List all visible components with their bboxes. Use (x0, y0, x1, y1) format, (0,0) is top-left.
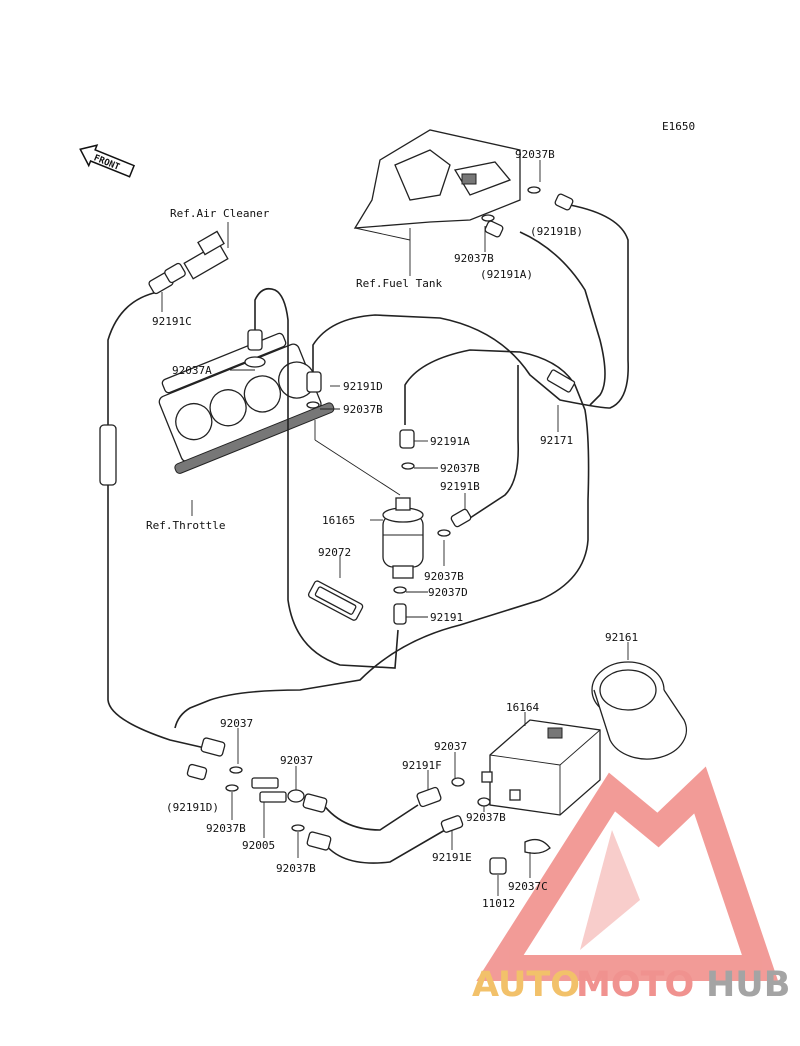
callout-92037B: 92037B (424, 570, 464, 583)
throttle-body-illustration (158, 332, 335, 474)
callout-92037: 92037 (220, 717, 253, 730)
hose-fittings (99, 186, 576, 875)
ref-fuel-tank-label: Ref.Fuel Tank (356, 277, 442, 290)
callout-92037B: 92037B (466, 811, 506, 824)
callout-92171: 92171 (540, 434, 573, 447)
air-cleaner-fitting (183, 222, 229, 280)
callout-92191D: (92191D) (166, 801, 219, 814)
cover-92161 (591, 661, 688, 760)
ref-air-cleaner-label: Ref.Air Cleaner (170, 207, 270, 220)
gasket-92072 (307, 580, 364, 621)
callout-leaders (161, 160, 629, 896)
callout-92191E: 92191E (432, 851, 472, 864)
fuel-tank-illustration (353, 129, 521, 276)
callout-16164: 16164 (506, 701, 539, 714)
callout-92191: 92191 (430, 611, 463, 624)
callout-92037: 92037 (434, 740, 467, 753)
watermark-text: AUTO MOTO HUB (472, 965, 790, 1005)
watermark-part-hub: HUB (706, 965, 790, 1005)
callout-92037B: 92037B (343, 403, 383, 416)
callout-92191A: 92191A (430, 435, 470, 448)
callout-16165: 16165 (322, 514, 355, 527)
part-callouts: Ref.Air Cleaner Ref.Fuel Tank Ref.Thrott… (146, 148, 638, 910)
callout-92191C: 92191C (152, 315, 192, 328)
callout-92037B: 92037B (515, 148, 555, 161)
callout-11012: 11012 (482, 897, 515, 910)
callout-92191F: 92191F (402, 759, 442, 772)
watermark-part-moto: MOTO (576, 965, 694, 1005)
callout-92005: 92005 (242, 839, 275, 852)
callout-92161: 92161 (605, 631, 638, 644)
callout-92191A: (92191A) (480, 268, 533, 281)
callout-92037C: 92037C (508, 880, 548, 893)
callout-92037B: 92037B (206, 822, 246, 835)
callout-92191B: 92191B (440, 480, 480, 493)
front-arrow-icon: FRONT (79, 144, 136, 178)
hose-lines (107, 204, 629, 864)
callout-92037: 92037 (280, 754, 313, 767)
callout-92191D: 92191D (343, 380, 383, 393)
fuel-filter-16165 (382, 497, 424, 579)
callout-92037B: 92037B (276, 862, 316, 875)
diagram-code: E1650 (662, 120, 695, 133)
callout-92072: 92072 (318, 546, 351, 559)
ref-throttle-label: Ref.Throttle (146, 519, 225, 532)
watermark-logo (476, 766, 779, 981)
watermark-part-auto: AUTO (472, 965, 580, 1005)
canister-16164 (481, 719, 601, 816)
callout-92037A: 92037A (172, 364, 212, 377)
callout-92037D: 92037D (428, 586, 468, 599)
callout-92037B: 92037B (454, 252, 494, 265)
callout-92191B: (92191B) (530, 225, 583, 238)
callout-92037B: 92037B (440, 462, 480, 475)
